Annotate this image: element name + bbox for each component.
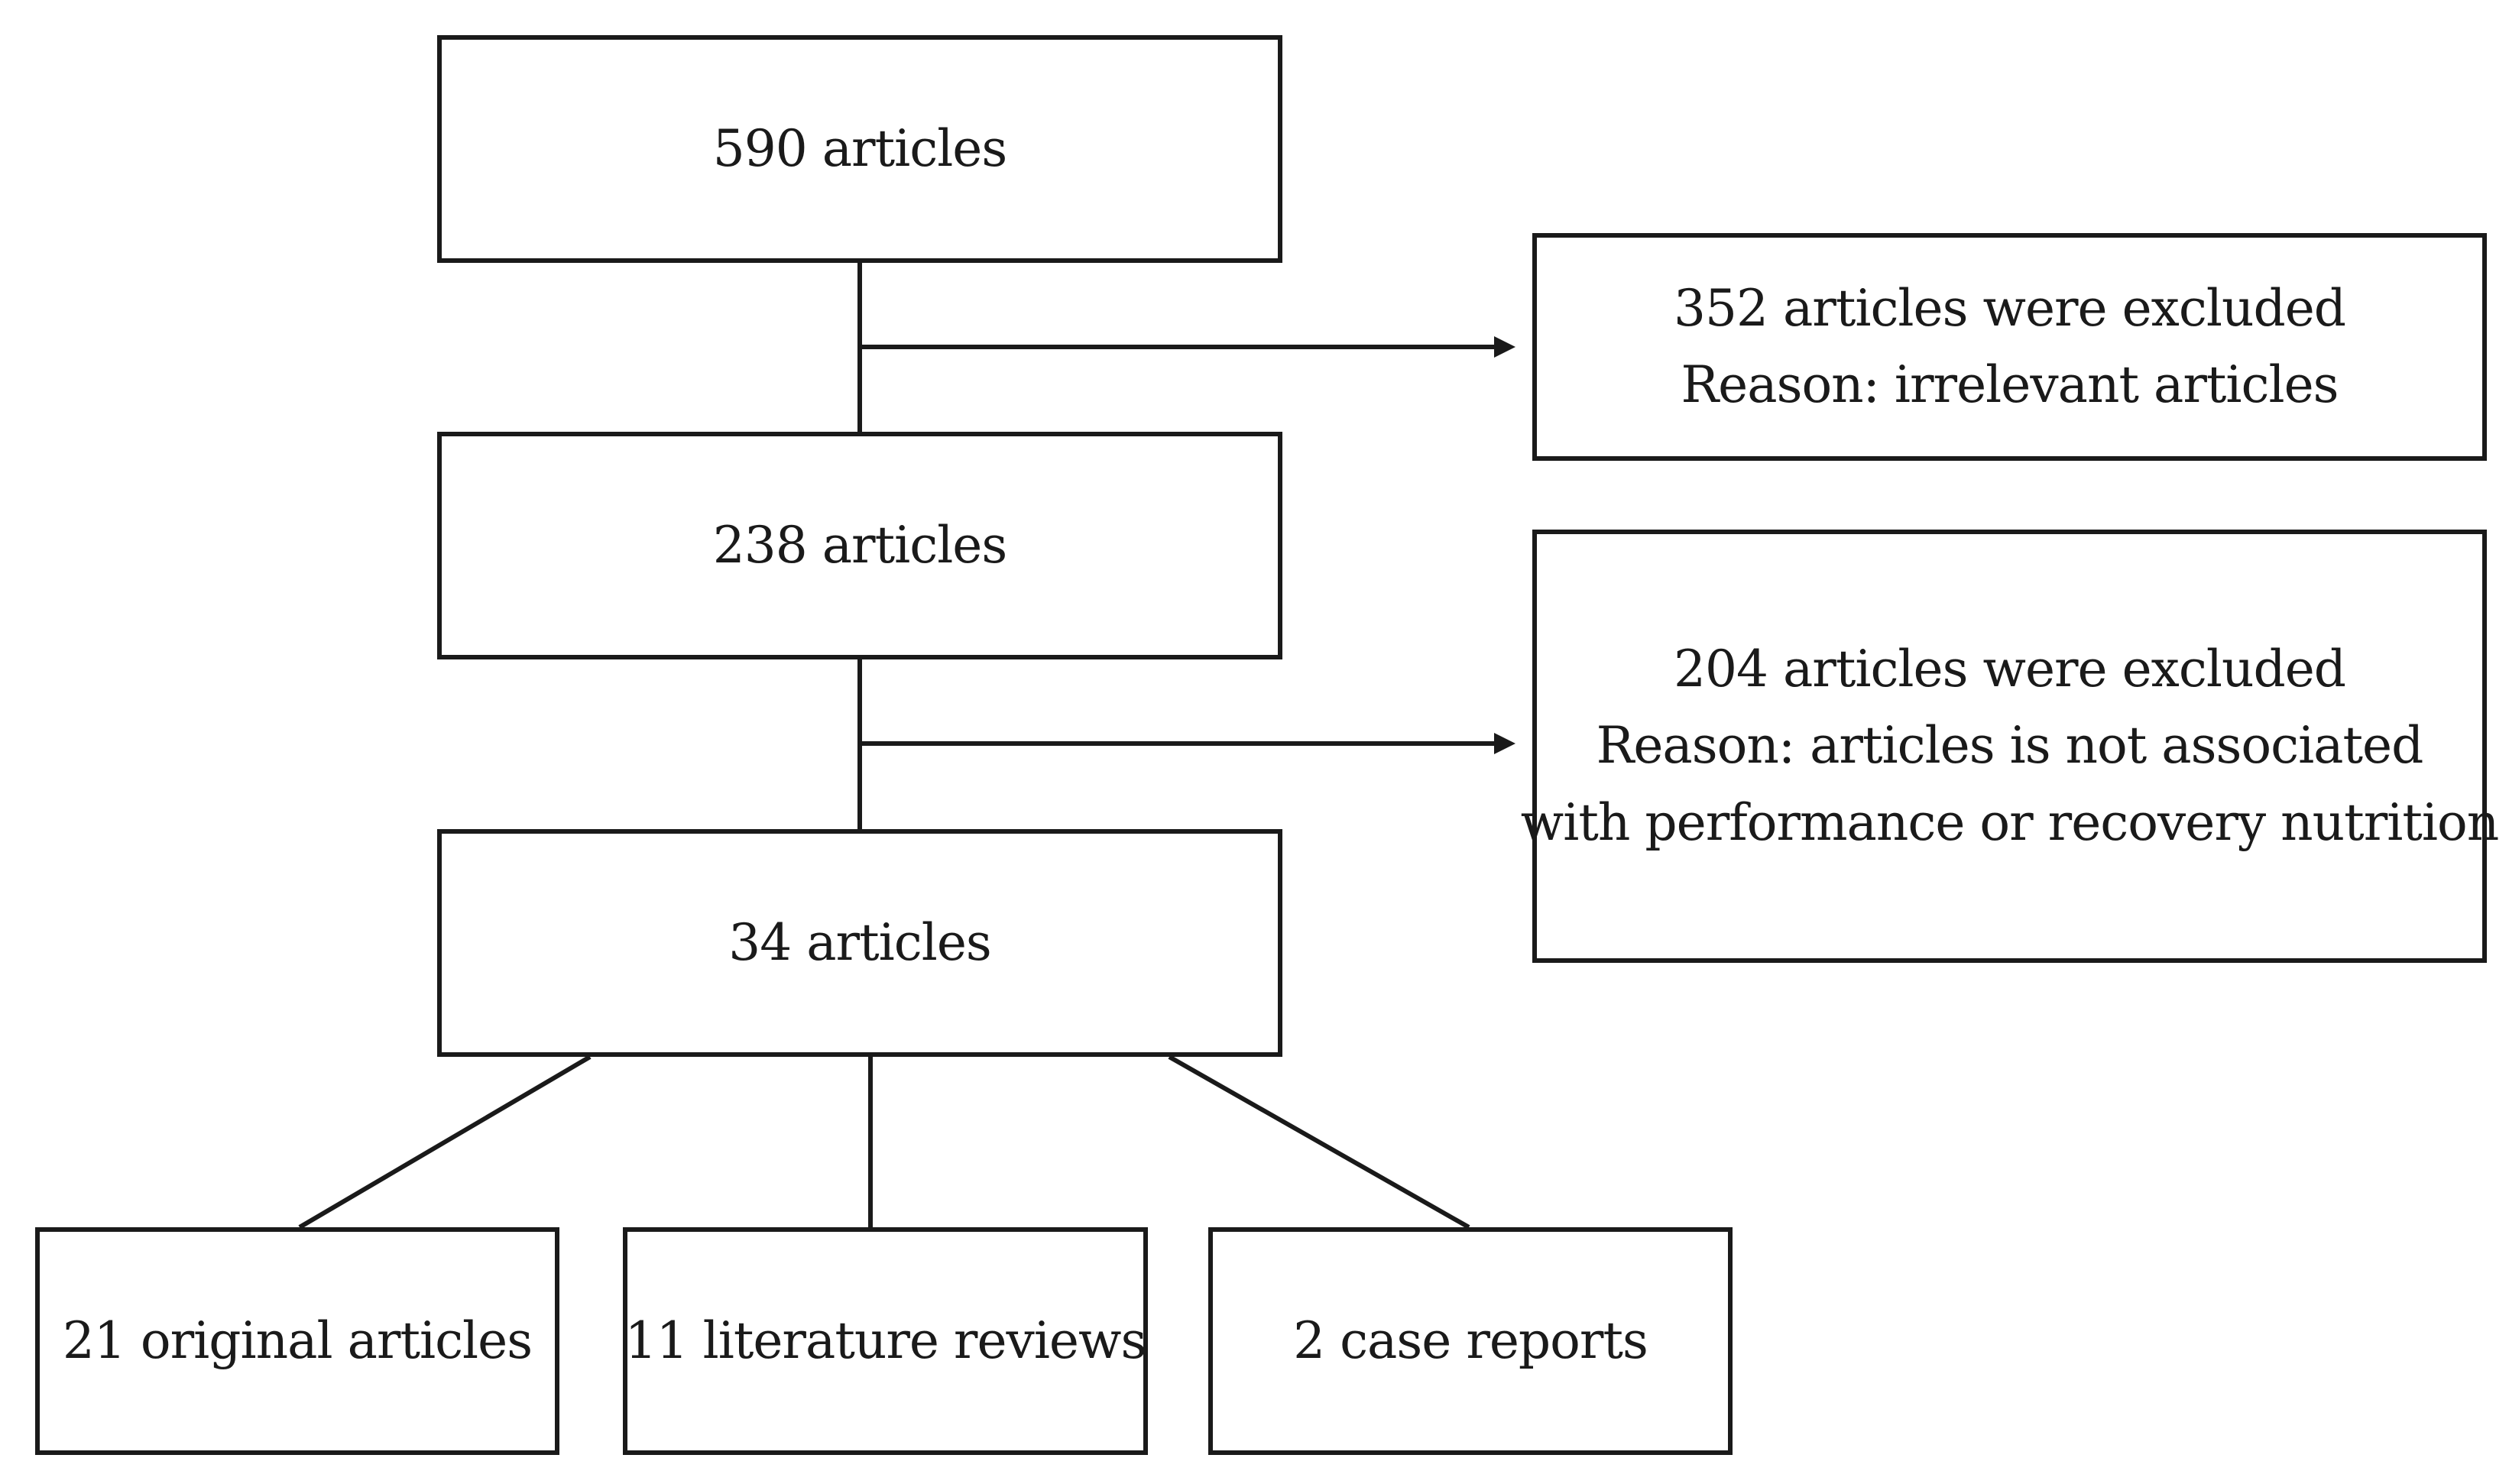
branch-to-case-reports (1168, 1055, 1470, 1230)
breakdown-label: 2 case reports (1293, 1311, 1648, 1370)
stage-box-238: 238 articles (437, 432, 1282, 659)
exclusion-box-1: 352 articles were excluded Reason: irrel… (1532, 233, 2487, 461)
arrowhead-exclusion-1 (1494, 336, 1515, 358)
exclusion-reason: Reason: articles is not associated (1596, 716, 2424, 776)
stage-box-34: 34 articles (437, 829, 1282, 1057)
stage-label: 34 articles (728, 912, 991, 972)
exclusion-box-2: 204 articles were excluded Reason: artic… (1521, 530, 2499, 963)
exclusion-count: 352 articles were excluded (1673, 278, 2346, 338)
breakdown-label: 11 literature reviews (624, 1311, 1147, 1370)
arrowhead-exclusion-2 (1494, 733, 1515, 754)
breakdown-box-case-reports: 2 case reports (1208, 1227, 1733, 1455)
breakdown-box-reviews: 11 literature reviews (623, 1227, 1148, 1455)
breakdown-box-original: 21 original articles (35, 1227, 559, 1455)
breakdown-label: 21 original articles (62, 1311, 533, 1370)
stage-label: 238 articles (712, 515, 1007, 575)
branch-to-original (298, 1055, 592, 1230)
stage-box-590: 590 articles (437, 35, 1282, 263)
stage-label: 590 articles (712, 118, 1007, 178)
exclusion-reason-cont: with performance or recovery nutrition (1520, 792, 2499, 852)
exclusion-count: 204 articles were excluded (1673, 640, 2346, 699)
exclusion-reason: Reason: irrelevant articles (1681, 355, 2339, 414)
